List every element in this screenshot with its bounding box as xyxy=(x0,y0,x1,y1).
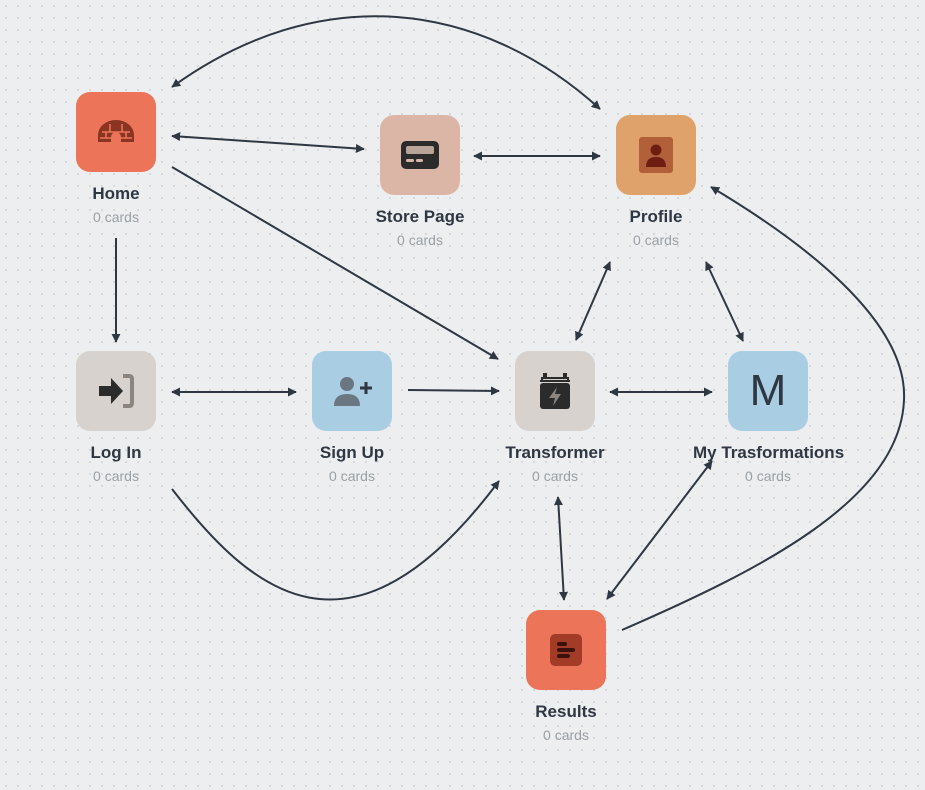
transformer-tile[interactable] xyxy=(515,351,595,431)
node-profile[interactable]: Profile 0 cards xyxy=(581,115,731,248)
node-transformer-count: 0 cards xyxy=(532,468,578,484)
node-store-page-count: 0 cards xyxy=(397,232,443,248)
node-home-label: Home xyxy=(92,184,140,203)
node-transformer-label: Transformer xyxy=(505,443,605,462)
node-sign-up[interactable]: Sign Up 0 cards xyxy=(277,351,427,484)
node-my-trasformations-label: My Trasformations xyxy=(693,443,845,462)
user-portrait-icon xyxy=(639,137,673,173)
node-log-in[interactable]: Log In 0 cards xyxy=(41,351,191,484)
node-profile-count: 0 cards xyxy=(633,232,679,248)
node-store-page-label: Store Page xyxy=(375,207,465,226)
profile-tile[interactable] xyxy=(616,115,696,195)
node-sign-up-count: 0 cards xyxy=(329,468,375,484)
home-tile[interactable] xyxy=(76,92,156,172)
node-transformer[interactable]: Transformer 0 cards xyxy=(480,351,630,484)
edge-profile-to-mytransformations xyxy=(705,261,744,342)
node-log-in-label: Log In xyxy=(90,443,142,462)
node-sign-up-label: Sign Up xyxy=(319,443,385,462)
node-log-in-count: 0 cards xyxy=(93,468,139,484)
credit-card-icon xyxy=(401,141,439,169)
edge-transformer-to-results xyxy=(553,496,569,601)
my-trasformations-tile[interactable]: M xyxy=(728,351,808,431)
node-home-count: 0 cards xyxy=(93,209,139,225)
store-page-tile[interactable] xyxy=(380,115,460,195)
node-home[interactable]: Home 0 cards xyxy=(41,92,191,225)
node-results-count: 0 cards xyxy=(543,727,589,743)
igloo-icon xyxy=(98,120,134,142)
sign-up-tile[interactable] xyxy=(312,351,392,431)
list-icon xyxy=(550,634,582,666)
user-plus-icon xyxy=(334,377,372,406)
car-battery-icon xyxy=(540,373,570,409)
letter-m-icon: M xyxy=(749,366,787,415)
edge-results-to-mytransformations xyxy=(606,460,713,600)
node-store-page[interactable]: Store Page 0 cards xyxy=(345,115,495,248)
results-tile[interactable] xyxy=(526,610,606,690)
node-my-trasformations-count: 0 cards xyxy=(745,468,791,484)
edge-login-to-transformer xyxy=(171,480,500,601)
log-in-tile[interactable] xyxy=(76,351,156,431)
node-profile-label: Profile xyxy=(629,207,683,226)
edge-home-to-store xyxy=(171,132,365,153)
edge-signup-to-transformer xyxy=(407,386,500,396)
edge-results-to-profile xyxy=(621,186,906,631)
node-my-trasformations[interactable]: M My Trasformations 0 cards xyxy=(693,351,845,484)
edge-home-to-transformer xyxy=(171,166,499,360)
node-results[interactable]: Results 0 cards xyxy=(491,610,641,743)
edge-transformer-to-profile xyxy=(575,261,611,341)
edge-home-to-profile xyxy=(171,15,601,110)
sign-in-icon xyxy=(99,374,134,408)
node-results-label: Results xyxy=(535,702,597,721)
